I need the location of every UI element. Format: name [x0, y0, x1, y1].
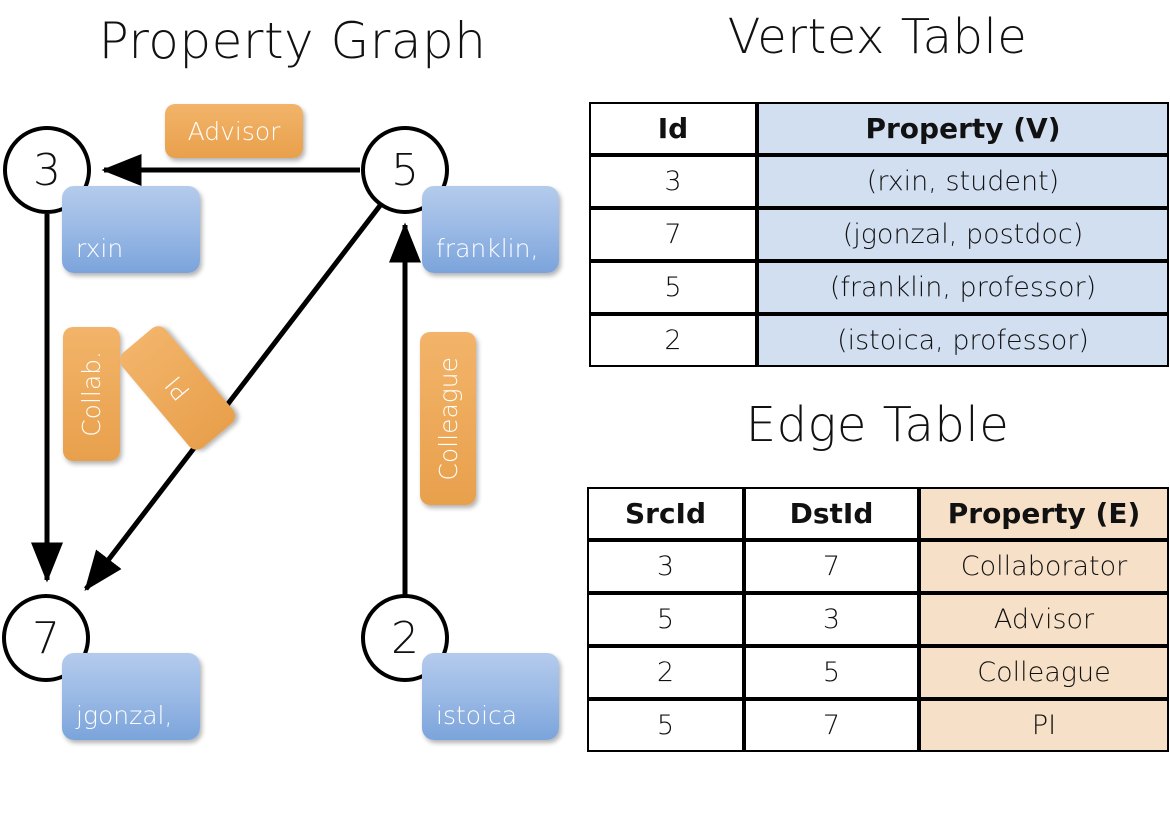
- vertex-property-box-3-line1: rxin: [76, 234, 124, 263]
- vertex-property-box-3-line2: stu.: [76, 302, 123, 331]
- vertex-table: Id Property (V) 3 (rxin, student) 7 (jgo…: [589, 102, 1169, 367]
- table-row[interactable]: 5 (franklin, professor): [589, 261, 1169, 314]
- edge-table-header-srcid: SrcId: [587, 487, 744, 540]
- edge-row-1-dstid: 3: [744, 593, 919, 646]
- edge-label-pi-text: PI: [159, 370, 196, 406]
- graph-node-2[interactable]: 2: [361, 594, 449, 682]
- graph-node-2-label: 2: [391, 612, 419, 664]
- edge-table-header-property: Property (E): [919, 487, 1169, 540]
- edge-row-3-srcid: 5: [587, 699, 744, 752]
- page-title-vertex-table: Vertex Table: [727, 9, 1028, 65]
- vertex-table-header-row: Id Property (V): [589, 102, 1169, 155]
- property-graph-diagram: 3 5 7 2 rxin stu. franklin, prof. jgonza…: [0, 0, 585, 798]
- table-row[interactable]: 3 (rxin, student): [589, 155, 1169, 208]
- graph-node-5-label: 5: [391, 144, 419, 196]
- edge-row-1-srcid: 5: [587, 593, 744, 646]
- vertex-row-0-property: (rxin, student): [757, 155, 1169, 208]
- vertex-property-box-5: franklin, prof.: [422, 186, 559, 331]
- edge-label-advisor: Advisor: [165, 104, 303, 158]
- table-row[interactable]: 2 5 Colleague: [587, 646, 1169, 699]
- vertex-property-box-2: istoica prof.: [422, 653, 559, 798]
- vertex-row-1-property: (jgonzal, postdoc): [757, 208, 1169, 261]
- edge-label-colleague: Colleague: [420, 332, 476, 505]
- graph-node-3-label: 3: [33, 144, 61, 196]
- edge-label-colleague-text: Colleague: [433, 356, 463, 481]
- vertex-property-box-5-line1: franklin,: [436, 234, 539, 263]
- vertex-property-box-3: rxin stu.: [62, 186, 200, 331]
- edge-row-1-property: Advisor: [919, 593, 1169, 646]
- vertex-row-0-id: 3: [589, 155, 757, 208]
- vertex-row-3-property: (istoica, professor): [757, 314, 1169, 367]
- edge-row-0-property: Collaborator: [919, 540, 1169, 593]
- vertex-row-2-property: (franklin, professor): [757, 261, 1169, 314]
- vertex-row-2-id: 5: [589, 261, 757, 314]
- vertex-property-box-7-line2: pst.doc.: [76, 769, 176, 798]
- edge-row-0-srcid: 3: [587, 540, 744, 593]
- edge-row-3-dstid: 7: [744, 699, 919, 752]
- edge-table-header-row: SrcId DstId Property (E): [587, 487, 1169, 540]
- vertex-table-header-id: Id: [589, 102, 757, 155]
- table-row[interactable]: 3 7 Collaborator: [587, 540, 1169, 593]
- edge-row-2-property: Colleague: [919, 646, 1169, 699]
- graph-node-7-label: 7: [32, 612, 60, 664]
- table-row[interactable]: 5 7 PI: [587, 699, 1169, 752]
- graph-edges-layer: [31, 154, 421, 598]
- edge-table-header-dstid: DstId: [744, 487, 919, 540]
- edge-5-to-7-pi: [84, 201, 384, 591]
- page-title-edge-table: Edge Table: [745, 397, 1010, 453]
- page-title-property-graph: Property Graph: [98, 12, 487, 70]
- edge-row-2-srcid: 2: [587, 646, 744, 699]
- vertex-property-box-2-line2: prof.: [436, 769, 492, 798]
- edge-label-collab: Collab.: [63, 327, 120, 461]
- edge-row-0-dstid: 7: [744, 540, 919, 593]
- table-row[interactable]: 7 (jgonzal, postdoc): [589, 208, 1169, 261]
- vertex-property-box-2-line1: istoica: [436, 701, 518, 730]
- vertex-property-box-7: jgonzal, pst.doc.: [62, 653, 200, 798]
- vertex-property-box-5-line2: prof.: [436, 302, 492, 331]
- edge-row-2-dstid: 5: [744, 646, 919, 699]
- table-row[interactable]: 5 3 Advisor: [587, 593, 1169, 646]
- edge-table: SrcId DstId Property (E) 3 7 Collaborato…: [587, 487, 1169, 752]
- vertex-table-header-property: Property (V): [757, 102, 1169, 155]
- graph-node-5[interactable]: 5: [361, 126, 449, 214]
- edge-label-advisor-text: Advisor: [187, 116, 281, 146]
- vertex-property-box-7-line1: jgonzal,: [76, 701, 173, 730]
- vertex-row-1-id: 7: [589, 208, 757, 261]
- table-row[interactable]: 2 (istoica, professor): [589, 314, 1169, 367]
- edge-row-3-property: PI: [919, 699, 1169, 752]
- vertex-row-3-id: 2: [589, 314, 757, 367]
